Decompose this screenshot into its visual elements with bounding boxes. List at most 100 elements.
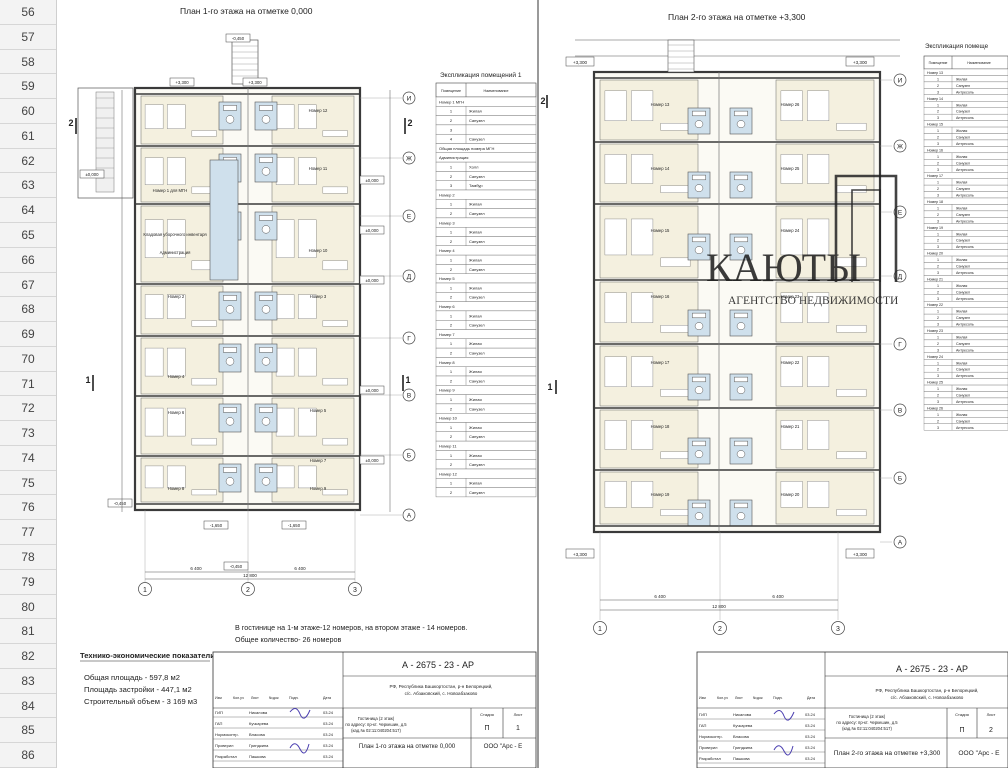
bed <box>780 481 803 508</box>
row-number[interactable]: 70 <box>0 347 56 372</box>
row-number[interactable]: 76 <box>0 495 56 521</box>
row-number[interactable]: 63 <box>0 173 56 199</box>
plan1-explication-name: Санузел <box>469 490 485 495</box>
row-number[interactable]: 72 <box>0 396 56 422</box>
sink-fixture <box>692 110 706 117</box>
plan1-stamp-object: (кад.№ 02:11:040204:517) <box>351 728 401 733</box>
bed <box>298 157 317 185</box>
plan1-elev-box <box>281 520 307 530</box>
plan2-axis-label: Е <box>898 210 903 217</box>
row-number[interactable]: 61 <box>0 124 56 149</box>
plan1-elevation-mark: ±0,000 <box>365 278 379 283</box>
plan1-note-line: В гостинице на 1-м этаже-12 номеров, на … <box>235 623 467 632</box>
plan2-stamp-date: 03.24 <box>805 712 816 717</box>
toilet-fixture <box>694 120 704 129</box>
row-number[interactable]: 82 <box>0 644 56 669</box>
plan1-explication-name: Санузел <box>469 211 485 216</box>
plan1-explication-name: Жилая <box>469 397 482 402</box>
row-number[interactable]: 75 <box>0 471 56 496</box>
plan2-stamp-role: Проверил <box>699 745 718 750</box>
plan2-explication-num: 1 <box>937 103 939 107</box>
plan2-explication-num: 1 <box>937 284 939 288</box>
plan2-explication-name: Жилая <box>956 258 967 262</box>
row-number[interactable]: 83 <box>0 669 56 694</box>
plan2-dimension-text: 12 800 <box>712 604 726 609</box>
row-number[interactable]: 77 <box>0 520 56 546</box>
bed <box>167 104 186 129</box>
row-number[interactable]: 62 <box>0 149 56 174</box>
bed <box>298 465 317 489</box>
plan1-explication-row <box>435 487 537 498</box>
plan2-axis-label: Г <box>898 342 902 349</box>
plan2-room-label: Номер 24 <box>781 228 800 233</box>
plan1-stamp-head-col: Кол.уч <box>233 696 244 700</box>
toilet-fixture <box>261 167 271 176</box>
row-number[interactable]: 58 <box>0 50 56 75</box>
row-number[interactable]: 85 <box>0 718 56 744</box>
plan1-stamp-name: Пашкова <box>249 754 266 759</box>
plan2-explication-num: 2 <box>937 290 939 294</box>
row-number[interactable]: 66 <box>0 248 56 273</box>
row-number[interactable]: 56 <box>0 0 56 25</box>
row-number[interactable]: 80 <box>0 595 56 620</box>
row-number[interactable]: 84 <box>0 694 56 719</box>
plan2-explication-num: 1 <box>937 310 939 314</box>
plan1-tep-line: Общая площадь - 597,8 м2 <box>84 673 180 682</box>
sink-fixture <box>734 110 748 117</box>
row-number[interactable]: 65 <box>0 223 56 248</box>
plan2-explication-name: Жилая <box>956 206 967 210</box>
row-number[interactable]: 60 <box>0 99 56 124</box>
row-number[interactable]: 57 <box>0 25 56 50</box>
plan1-elevation-mark: -0,450 <box>230 564 243 569</box>
plan1-explication-name: Тамбур <box>469 183 483 188</box>
row-number[interactable]: 69 <box>0 322 56 347</box>
plan1-explication-num: 1 <box>450 481 453 486</box>
row-number[interactable]: 68 <box>0 297 56 323</box>
plan2-explication-num: 1 <box>937 387 939 391</box>
plan2-explication-group: Номер 26 <box>927 406 943 410</box>
row-number[interactable]: 73 <box>0 421 56 446</box>
plan2-stamp-object: (кад.№ 02:11:040204:517) <box>842 726 892 731</box>
plan1-axis-bubble <box>402 91 416 105</box>
row-number[interactable]: 78 <box>0 545 56 570</box>
row-number[interactable]: 59 <box>0 74 56 100</box>
plan1-explication-name: Жилая <box>469 313 482 318</box>
row-number[interactable]: 71 <box>0 372 56 397</box>
plan2-explication-num: 3 <box>937 348 939 352</box>
plan2-top-stair <box>667 39 695 73</box>
plan2-explication-name: Жилая <box>956 387 967 391</box>
plan1-axis-bubble <box>241 582 255 596</box>
desk <box>836 325 867 333</box>
plan1-stamp-head-col: Лист <box>251 696 259 700</box>
row-number[interactable]: 64 <box>0 198 56 223</box>
row-number[interactable]: 81 <box>0 619 56 645</box>
row-number[interactable]: 67 <box>0 273 56 298</box>
plan2-explication-name: Антресоль <box>956 271 974 275</box>
plan1-stamp-object: по адресу: пр-кт. Черкешин, д.5 <box>345 722 407 727</box>
plan2-explication-num: 2 <box>937 136 939 140</box>
plan1-explication-name: Жилая <box>469 425 482 430</box>
plan1-explication-name: Жилая <box>469 230 482 235</box>
desk <box>660 325 691 333</box>
plan2-explication-name: Санузел <box>956 342 970 346</box>
plan2-stamp-name: Пашкова <box>733 756 750 761</box>
plan1-room-label: Номер 4 <box>168 374 185 379</box>
plan1-explication-name: Санузел <box>469 267 485 272</box>
row-number[interactable]: 79 <box>0 570 56 595</box>
plan1-explication-name: Жилая <box>469 258 482 263</box>
plan2-axis-label: В <box>898 408 902 415</box>
plan2-explication-name: Жилая <box>956 232 967 236</box>
plan2-stamp-role: Нормоконтр. <box>699 734 723 739</box>
sink-fixture <box>734 236 748 243</box>
bed <box>780 420 803 450</box>
row-number[interactable]: 74 <box>0 446 56 471</box>
plan1-axis-label: В <box>407 393 411 400</box>
plan1-axis-bubble <box>402 151 416 165</box>
plan2-room-label: Номер 25 <box>781 166 800 171</box>
sink-fixture <box>734 312 748 319</box>
sink-fixture <box>223 105 237 111</box>
row-number[interactable]: 86 <box>0 743 56 768</box>
plan1-section-label: 1 <box>405 375 410 385</box>
plan1-explication-num: 1 <box>450 425 453 430</box>
toilet-fixture <box>694 450 704 459</box>
